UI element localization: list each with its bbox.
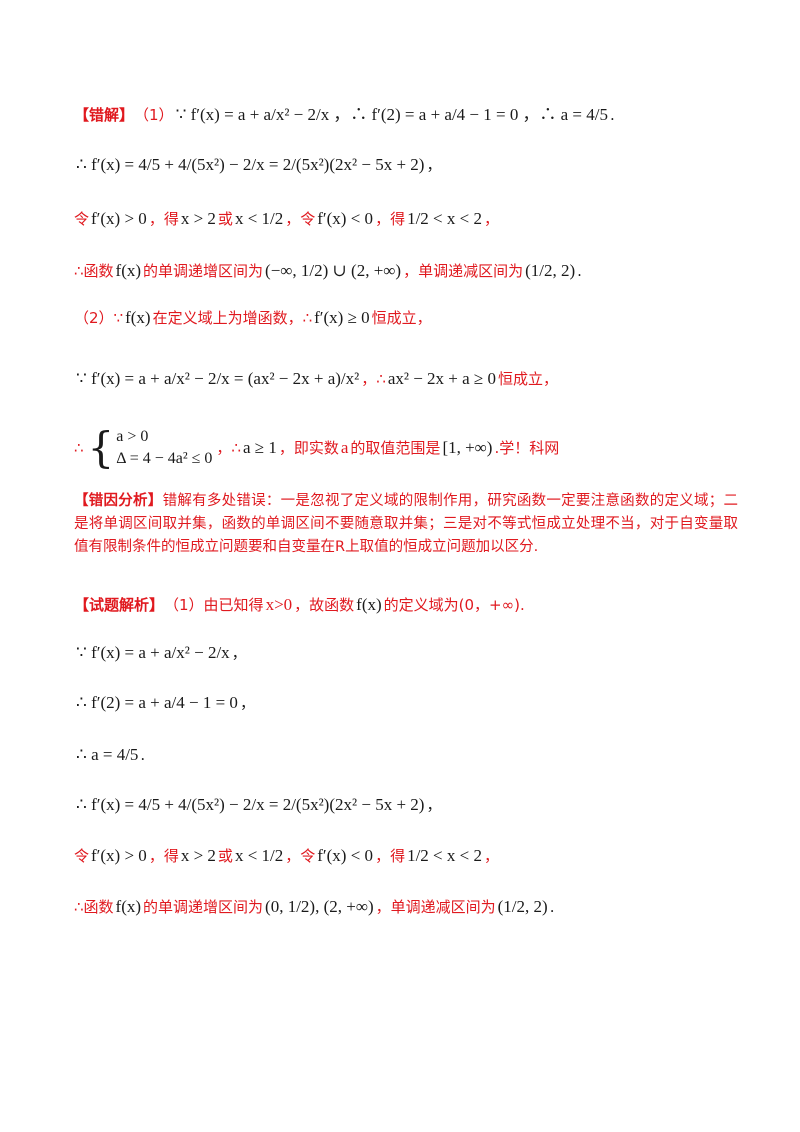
text: 或 xyxy=(217,210,233,228)
text: ，故函数 xyxy=(294,596,355,614)
punct: ， xyxy=(426,796,442,814)
text: （2）∵ xyxy=(74,309,124,327)
left-brace-icon: { xyxy=(87,423,115,472)
text: ，∴ xyxy=(216,439,241,457)
punct: . xyxy=(140,746,146,764)
formula: x > 2 xyxy=(180,209,216,228)
formula: 1/2 < x < 2 xyxy=(407,846,482,865)
formula: f′(x) ≥ 0 xyxy=(314,308,370,327)
formula: ，∴ f′(2) = a + a/4 − 1 = 0 xyxy=(333,105,519,124)
formula: f(x) xyxy=(125,308,151,327)
text: （1）由已知得 xyxy=(164,596,264,614)
formula: f(x) xyxy=(356,595,382,614)
text: ∴函数 xyxy=(74,898,114,916)
fenxi-text: 错解有多处错误：一是忽视了定义域的限制作用，研究函数一定要注意函数的定义域；二是… xyxy=(74,493,739,555)
formula: f′(x) > 0 xyxy=(91,209,147,228)
text: 或 xyxy=(217,847,233,865)
formula: (1/2, 2) xyxy=(525,261,576,280)
text: ∴ xyxy=(74,439,84,457)
formula: f′(x) < 0 xyxy=(317,846,374,865)
text: ，单调递减区间为 xyxy=(403,262,524,280)
formula: a xyxy=(340,438,349,457)
system-of-inequalities: { a > 0 Δ = 4 − 4a² ≤ 0 xyxy=(88,426,213,470)
formula: ∵ f′(x) = a + a/x² − 2/x xyxy=(175,105,330,124)
text: ∴函数 xyxy=(74,262,114,280)
cuojie-line-4: ∴函数 f(x) 的单调递增区间为 (−∞, 1/2) ∪ (2, +∞) ，单… xyxy=(74,260,740,282)
jiexi-line-4: ∴ a = 4/5 . xyxy=(74,744,740,766)
text: 令 xyxy=(74,847,90,865)
text: 的单调递增区间为 xyxy=(143,898,264,916)
formula: ∵ f′(x) = a + a/x² − 2/x = (ax² − 2x + a… xyxy=(76,369,360,388)
part-number: （1） xyxy=(134,106,174,124)
text: 令 xyxy=(74,210,90,228)
cuojie-line-7: ∴ { a > 0 Δ = 4 − 4a² ≤ 0 ，∴ a ≥ 1 ，即实数 … xyxy=(74,426,740,470)
formula: f′(x) > 0 xyxy=(91,846,147,865)
cuojie-line-6: ∵ f′(x) = a + a/x² − 2/x = (ax² − 2x + a… xyxy=(74,368,740,390)
punct: . xyxy=(549,898,555,916)
jiexi-line-5: ∴ f′(x) = 4/5 + 4/(5x²) − 2/x = 2/(5x²)(… xyxy=(74,794,740,816)
formula: f(x) xyxy=(115,897,142,916)
error-analysis: 【错因分析】错解有多处错误：一是忽视了定义域的限制作用，研究函数一定要注意函数的… xyxy=(74,490,738,559)
formula: [1, +∞) xyxy=(442,438,493,457)
text: 恒成立， xyxy=(371,309,432,327)
punct: ， xyxy=(239,694,255,712)
formula: ∴ a = 4/5 xyxy=(76,745,139,764)
jiexi-line-2: ∵ f′(x) = a + a/x² − 2/x ， xyxy=(74,642,740,664)
punct: . xyxy=(609,106,615,124)
cuojie-line-5: （2）∵ f(x) 在定义域上为增函数，∴ f′(x) ≥ 0 恒成立， xyxy=(74,307,740,329)
inequality-1: a > 0 xyxy=(116,428,149,445)
jiexi-line-6: 令 f′(x) > 0 ，得 x > 2 或 x < 1/2 ，令 f′(x) … xyxy=(74,845,740,867)
jiexi-tag: 【试题解析】 xyxy=(74,596,165,614)
formula: ∴ f′(x) = 4/5 + 4/(5x²) − 2/x = 2/(5x²)(… xyxy=(76,155,425,174)
jiexi-line-7: ∴函数 f(x) 的单调递增区间为 (0, 1/2), (2, +∞) ，单调递… xyxy=(74,896,740,918)
formula: ，∴ a = 4/5 xyxy=(522,105,608,124)
text: 的定义域为(0，+∞). xyxy=(383,596,525,614)
cuojie-line-2: ∴ f′(x) = 4/5 + 4/(5x²) − 2/x = 2/(5x²)(… xyxy=(74,154,740,176)
text: ，∴ xyxy=(361,370,386,388)
text: ，得 xyxy=(148,847,179,865)
formula: f(x) xyxy=(115,261,142,280)
text: ，即实数 xyxy=(278,439,339,457)
formula: x < 1/2 xyxy=(234,209,284,228)
formula: a ≥ 1 xyxy=(242,438,277,457)
text: 恒成立， xyxy=(498,370,559,388)
formula: ax² − 2x + a ≥ 0 xyxy=(387,369,497,388)
text: 在定义域上为增函数，∴ xyxy=(152,309,313,327)
text: ， xyxy=(483,847,499,865)
inequality-2: Δ = 4 − 4a² ≤ 0 xyxy=(116,450,213,467)
text: 的单调递增区间为 xyxy=(143,262,264,280)
formula: (1/2, 2) xyxy=(497,897,548,916)
text: ，令 xyxy=(285,847,316,865)
formula: x < 1/2 xyxy=(234,846,284,865)
cuojie-line-3: 令 f′(x) > 0 ，得 x > 2 或 x < 1/2 ，令 f′(x) … xyxy=(74,208,740,230)
text: ，得 xyxy=(375,210,406,228)
formula: f′(x) < 0 xyxy=(317,209,374,228)
formula: ∴ f′(x) = 4/5 + 4/(5x²) − 2/x = 2/(5x²)(… xyxy=(76,795,425,814)
fenxi-tag: 【错因分析】 xyxy=(74,493,163,509)
punct: ， xyxy=(426,156,442,174)
text: ，得 xyxy=(375,847,406,865)
text: 的取值范围是 xyxy=(350,439,441,457)
punct: ， xyxy=(231,644,247,662)
formula: 1/2 < x < 2 xyxy=(407,209,482,228)
formula: ∴ f′(2) = a + a/4 − 1 = 0 xyxy=(76,693,238,712)
text: ，得 xyxy=(148,210,179,228)
text: ， xyxy=(483,210,499,228)
text: ，令 xyxy=(285,210,316,228)
formula: x > 2 xyxy=(180,846,216,865)
text: ，单调递减区间为 xyxy=(375,898,496,916)
formula: (0, 1/2), (2, +∞) xyxy=(265,897,374,916)
cuojie-line-1: 【错解】 （1） ∵ f′(x) = a + a/x² − 2/x ，∴ f′(… xyxy=(74,104,740,126)
punct: . xyxy=(577,262,582,280)
formula: (−∞, 1/2) ∪ (2, +∞) xyxy=(265,261,402,280)
jiexi-line-3: ∴ f′(2) = a + a/4 − 1 = 0 ， xyxy=(74,692,740,714)
jiexi-line-1: 【试题解析】 （1）由已知得 x>0 ，故函数 f(x) 的定义域为(0，+∞)… xyxy=(74,594,740,616)
formula: ∵ f′(x) = a + a/x² − 2/x xyxy=(76,643,230,662)
formula: x>0 xyxy=(265,595,293,614)
cuojie-tag: 【错解】 xyxy=(74,106,135,124)
text: .学！科网 xyxy=(494,439,560,457)
